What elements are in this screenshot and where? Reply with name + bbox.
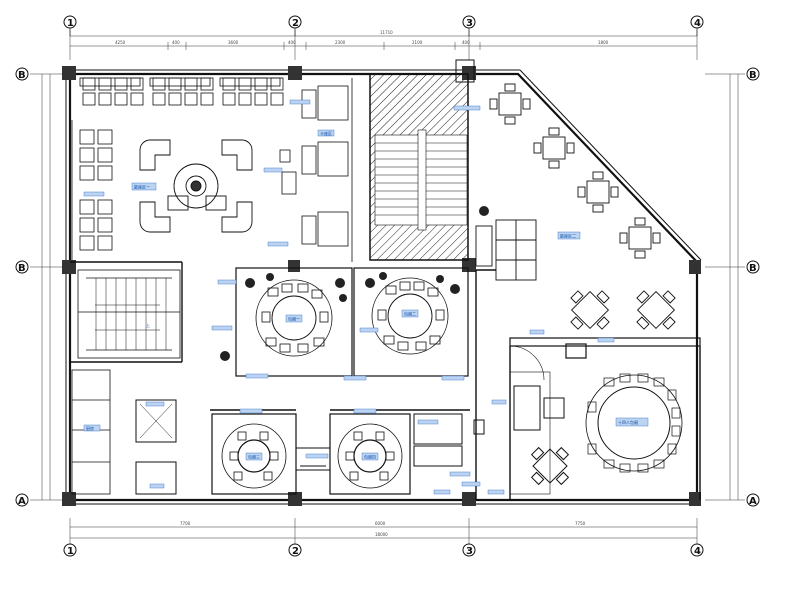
axis-4-bottom: 4	[694, 546, 701, 557]
axis-2-top: 2	[292, 18, 299, 29]
bottom-axis-markers: 1 2 3 4	[63, 543, 704, 557]
axis-3-top: 3	[466, 18, 473, 29]
dim-top-4: 400	[288, 40, 296, 45]
right-dimension-lines	[705, 73, 745, 501]
internal-walls	[70, 261, 701, 500]
axis-1-bottom: 1	[67, 546, 74, 557]
axis-b-right: B	[749, 263, 757, 274]
left-dimension-lines	[30, 73, 68, 501]
dim-top-6: 2100	[412, 40, 423, 45]
big-room-label: 十四人包厢	[618, 419, 638, 425]
axis-b-left: B	[18, 263, 26, 274]
axis-b-right-top: B	[749, 70, 757, 81]
dim-top-5: 2300	[335, 40, 346, 45]
bottom-dimension-lines	[69, 518, 698, 545]
top-segment-dims: 4250 400 3600 400 2300 2100 400 1800	[115, 40, 609, 45]
left-kitchen-counter	[71, 369, 111, 495]
axis-4-top: 4	[694, 18, 701, 29]
private-4-label: 包厢四	[364, 454, 376, 460]
hall-two-label: 散座区二	[560, 233, 576, 239]
booth-seating-top	[79, 77, 284, 106]
booth-seating-left	[71, 120, 113, 260]
annotation-tags	[83, 99, 615, 495]
big-room-label-bg	[615, 417, 649, 427]
axis-b-left-top: B	[18, 70, 26, 81]
hall-one-label: 散座区一	[134, 184, 150, 190]
private-room-1	[235, 267, 353, 377]
right-partition	[509, 337, 701, 381]
axis-2-bottom: 2	[292, 546, 299, 557]
private-1-label-bg	[285, 314, 303, 323]
hall-two-label-bg	[557, 231, 581, 240]
dim-bottom-3: 7750	[575, 521, 586, 526]
dim-bottom-total: 18000	[375, 532, 388, 537]
axis-3-bottom: 3	[466, 546, 473, 557]
dim-top-8: 1800	[598, 40, 609, 45]
dim-top-2: 400	[172, 40, 180, 45]
hall-one-label-bg	[131, 182, 157, 191]
hall-one-central-seating	[139, 139, 253, 233]
dim-top-7: 400	[462, 40, 470, 45]
private-room-2	[353, 267, 469, 377]
lounge-sofas	[279, 78, 353, 262]
hall-two-tables	[475, 83, 676, 330]
axis-1-top: 1	[67, 18, 74, 29]
private-1-label: 包厢一	[288, 316, 300, 322]
dim-top-3: 3600	[228, 40, 239, 45]
lounge-label: 卡座区	[320, 130, 332, 136]
staircase-left	[77, 269, 181, 359]
dim-bottom-2: 6000	[375, 521, 386, 526]
top-axis-markers: 1 2 3 4	[63, 15, 704, 36]
kitchen-label-bg	[83, 424, 101, 432]
dim-top-1: 4250	[115, 40, 126, 45]
kitchen-label: 厨房	[86, 425, 94, 431]
axis-a-left: A	[18, 496, 26, 507]
dim-bottom-1: 7700	[180, 521, 191, 526]
private-3-label-bg	[245, 452, 263, 461]
top-total-dim: 11710	[380, 30, 393, 35]
lounge-label-bg	[317, 129, 335, 137]
axis-a-right: A	[749, 496, 757, 507]
side-axis-markers: B B A B B A	[15, 67, 760, 507]
hatched-void	[369, 73, 469, 261]
stair-up-label: 上	[146, 322, 150, 328]
private-2-label: 包厢二	[404, 311, 416, 317]
big-private-room	[509, 371, 683, 495]
plant-decor	[220, 206, 489, 361]
private-4-label-bg	[361, 452, 379, 461]
private-2-label-bg	[401, 309, 419, 318]
private-3-label: 包厢三	[248, 454, 260, 460]
service-rooms	[135, 399, 485, 495]
